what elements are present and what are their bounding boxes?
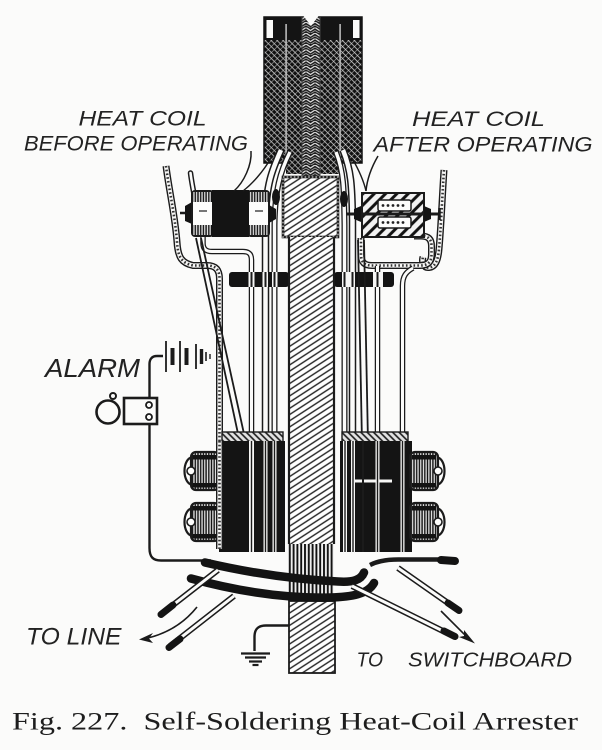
svg-text:TO LINE: TO LINE xyxy=(26,624,123,651)
svg-text:BEFORE OPERATING: BEFORE OPERATING xyxy=(24,133,248,156)
svg-text:HEAT COIL: HEAT COIL xyxy=(79,107,207,131)
svg-text:SWITCHBOARD: SWITCHBOARD xyxy=(408,649,572,672)
svg-text:ALARM: ALARM xyxy=(43,353,140,383)
svg-text:AFTER OPERATING: AFTER OPERATING xyxy=(371,134,592,157)
svg-text:Fig. 227. Self-Soldering Heat: Fig. 227. Self-Soldering Heat-Coil Arres… xyxy=(12,707,579,736)
svg-text:TO: TO xyxy=(357,649,384,672)
svg-text:HEAT COIL: HEAT COIL xyxy=(412,107,545,131)
